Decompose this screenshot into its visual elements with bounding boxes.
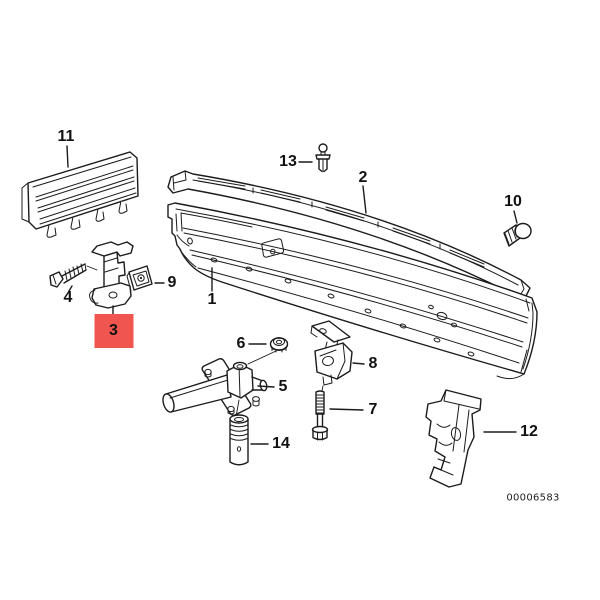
part-label-10[interactable]: 10 (504, 193, 522, 210)
part-label-9[interactable]: 9 (167, 274, 177, 291)
part-14-threaded-sleeve-art (229, 414, 249, 466)
part-13-rivet-art (315, 143, 331, 173)
part-12-guide-bracket-art (425, 389, 482, 488)
part-label-1[interactable]: 1 (207, 291, 217, 308)
part-8-bracket-art (310, 320, 353, 392)
part-label-13[interactable]: 13 (279, 153, 297, 170)
part-6-nut-art (269, 337, 289, 353)
part-11-vent-grille-art (21, 151, 139, 238)
part-label-8[interactable]: 8 (368, 355, 378, 372)
part-label-12[interactable]: 12 (520, 423, 538, 440)
part-4-screw-art (49, 263, 98, 288)
part-1-bumper-carrier-art (167, 202, 538, 380)
part-label-6[interactable]: 6 (236, 335, 246, 352)
part-label-14[interactable]: 14 (272, 435, 290, 452)
part-10-bolt-art (503, 222, 532, 247)
part-3-support-bracket-art (89, 241, 134, 309)
part-label-3-highlighted[interactable]: 3 (94, 314, 133, 348)
part-label-2[interactable]: 2 (358, 169, 368, 186)
part-label-11[interactable]: 11 (57, 128, 75, 145)
image-code: 00006583 (506, 492, 560, 504)
part-2-trim-strip-art (167, 170, 531, 301)
part-label-7[interactable]: 7 (368, 401, 378, 418)
part-5-shock-absorber-art (162, 350, 277, 418)
part-7-bolt-art (311, 390, 329, 441)
part-9-clip-art (126, 265, 153, 292)
part-label-5[interactable]: 5 (278, 378, 288, 395)
leader-lines (66, 145, 518, 445)
part-label-4[interactable]: 4 (63, 289, 73, 306)
